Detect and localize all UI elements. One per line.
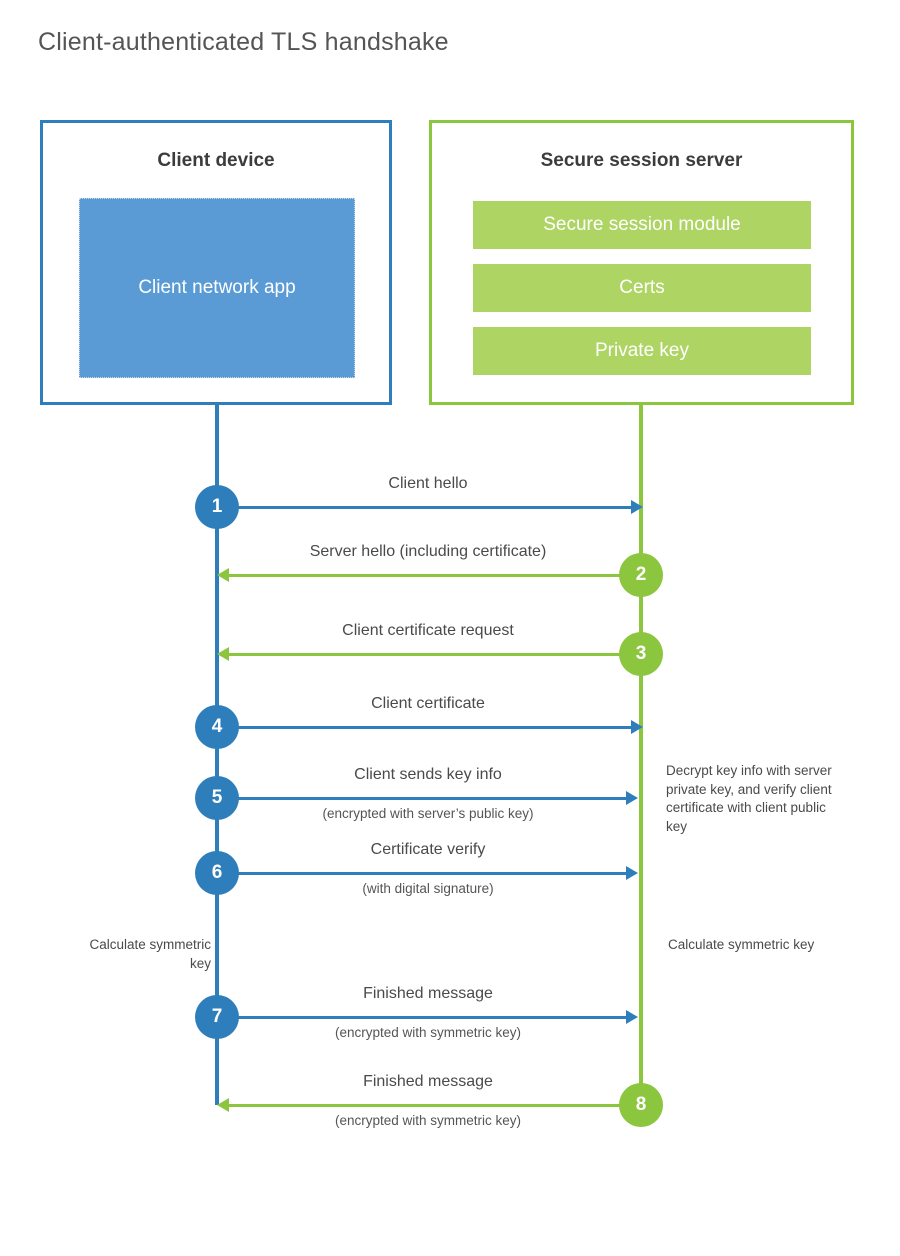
message-line-6 <box>217 872 626 875</box>
arrowhead-left-icon <box>217 647 229 661</box>
note-client-calculate-symmetric-key: Calculate symmetric key <box>89 937 211 971</box>
message-label-5: Client sends key info <box>354 766 502 783</box>
message-label-7: Finished message <box>363 985 493 1002</box>
server-component-private-key: Private key <box>473 327 811 375</box>
secure-session-server-box: Secure session server Secure session mod… <box>429 120 854 405</box>
message-label-8: Finished message <box>363 1073 493 1090</box>
message-label-1: Client hello <box>388 475 468 492</box>
server-lifeline <box>639 405 643 1105</box>
message-sublabel-7: (encrypted with symmetric key) <box>334 1025 522 1040</box>
client-device-box: Client device Client network app <box>40 120 392 405</box>
message-sublabel-6: (with digital signature) <box>362 881 494 896</box>
message-line-1 <box>217 506 631 509</box>
client-device-title: Client device <box>157 150 275 171</box>
arrowhead-right-icon <box>626 866 638 880</box>
arrowhead-left-icon <box>217 1098 229 1112</box>
step-circle-5: 5 <box>195 776 239 820</box>
step-circle-7: 7 <box>195 995 239 1039</box>
message-line-2 <box>229 574 641 577</box>
arrowhead-right-icon <box>626 1010 638 1024</box>
message-line-4 <box>217 726 631 729</box>
message-label-3: Client certificate request <box>342 622 514 639</box>
step-circle-3: 3 <box>619 632 663 676</box>
note-server-decrypt: Decrypt key info with server private key… <box>666 763 832 834</box>
message-label-2: Server hello (including certificate) <box>309 543 547 560</box>
arrowhead-right-icon <box>626 791 638 805</box>
client-network-app-box: Client network app <box>79 198 355 378</box>
note-server-calculate-symmetric-key: Calculate symmetric key <box>668 937 815 952</box>
message-line-8 <box>229 1104 641 1107</box>
step-circle-8: 8 <box>619 1083 663 1127</box>
message-line-7 <box>217 1016 626 1019</box>
message-line-5 <box>217 797 626 800</box>
message-line-3 <box>229 653 641 656</box>
message-label-6: Certificate verify <box>370 841 486 858</box>
secure-session-server-title: Secure session server <box>540 150 743 171</box>
step-circle-4: 4 <box>195 705 239 749</box>
step-circle-6: 6 <box>195 851 239 895</box>
server-component-secure-session-module: Secure session module <box>473 201 811 249</box>
arrowhead-left-icon <box>217 568 229 582</box>
message-sublabel-8: (encrypted with symmetric key) <box>334 1113 522 1128</box>
message-sublabel-5: (encrypted with server’s public key) <box>322 806 534 821</box>
page-title: Client-authenticated TLS handshake <box>38 28 449 56</box>
message-label-4: Client certificate <box>371 695 485 712</box>
client-lifeline <box>215 405 219 1105</box>
step-circle-2: 2 <box>619 553 663 597</box>
step-circle-1: 1 <box>195 485 239 529</box>
arrowhead-right-icon <box>631 720 643 734</box>
server-component-certs: Certs <box>473 264 811 312</box>
arrowhead-right-icon <box>631 500 643 514</box>
